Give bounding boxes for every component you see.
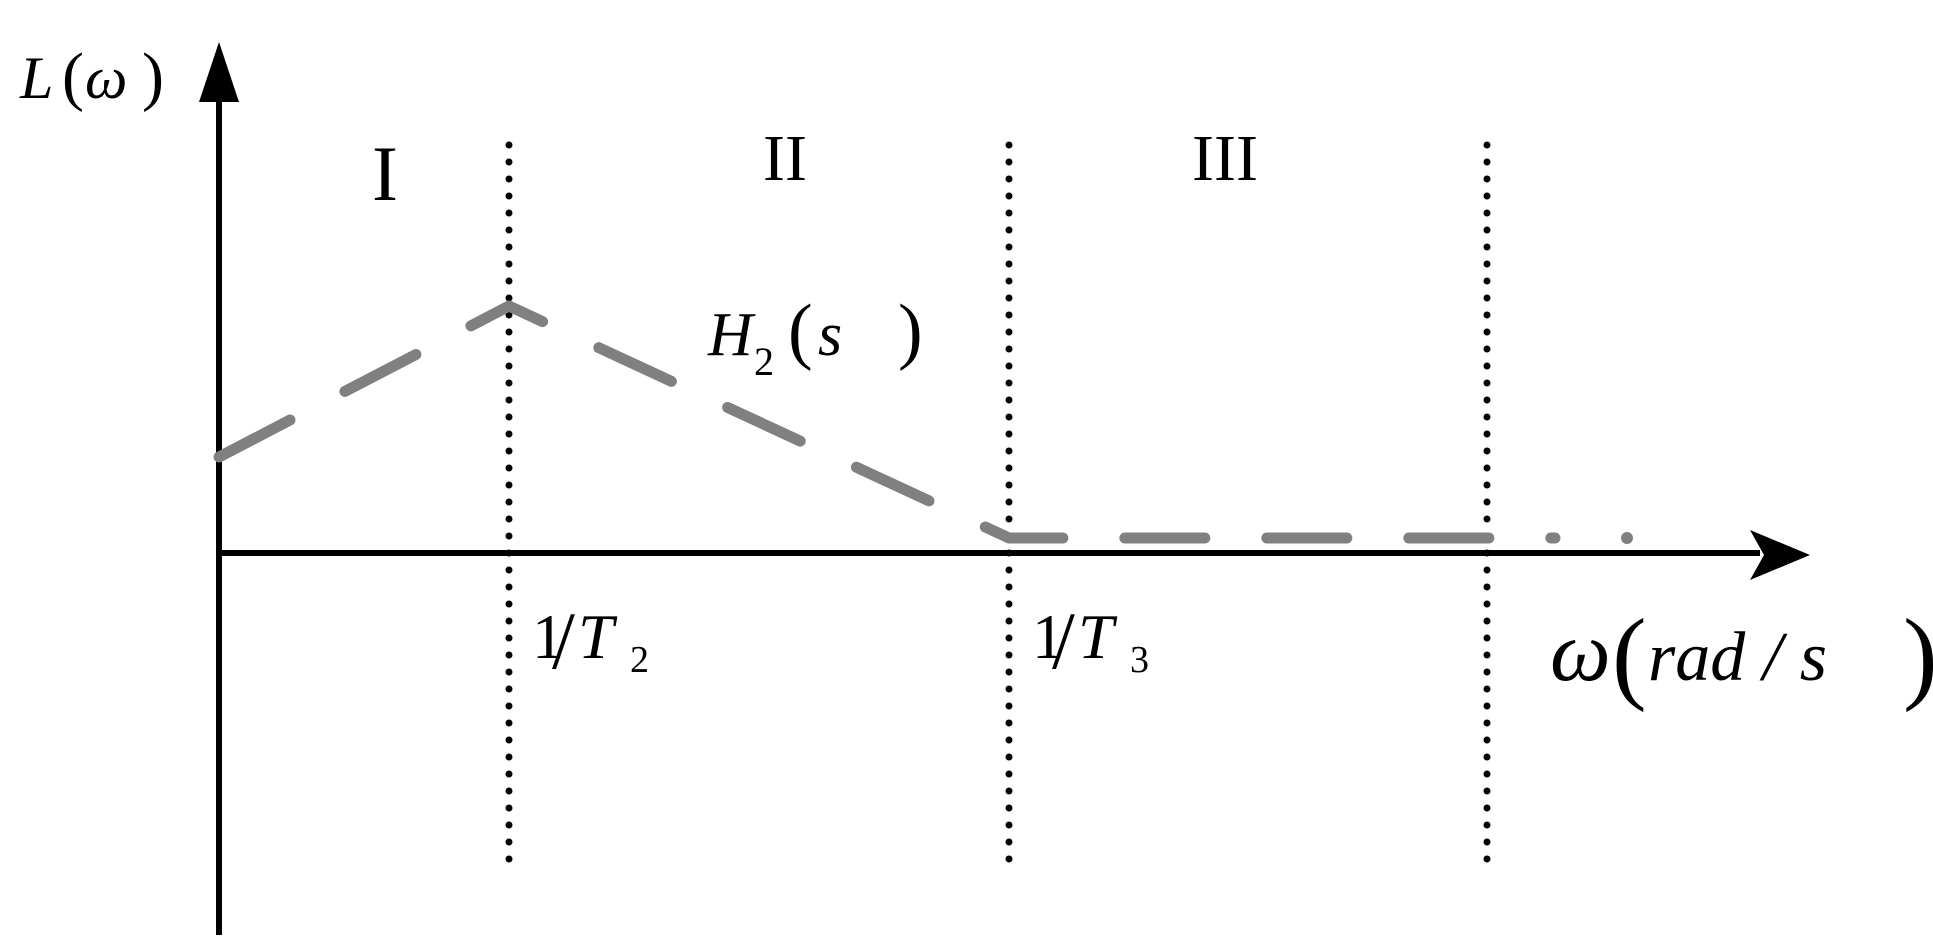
h2-curve-end-dot — [1621, 532, 1633, 544]
curve-label: H2(s) — [707, 290, 923, 384]
y-axis-arrowhead — [199, 42, 239, 102]
region-label-1: I — [372, 130, 398, 217]
x-axis-label: ω(rad / s) — [1550, 598, 1933, 713]
region-label-3: III — [1192, 122, 1258, 195]
x-axis-arrowhead — [1750, 530, 1810, 580]
y-axis-label: L(ω) — [19, 40, 164, 113]
h2-curve — [213, 300, 1561, 544]
region-label-2: II — [763, 122, 807, 195]
